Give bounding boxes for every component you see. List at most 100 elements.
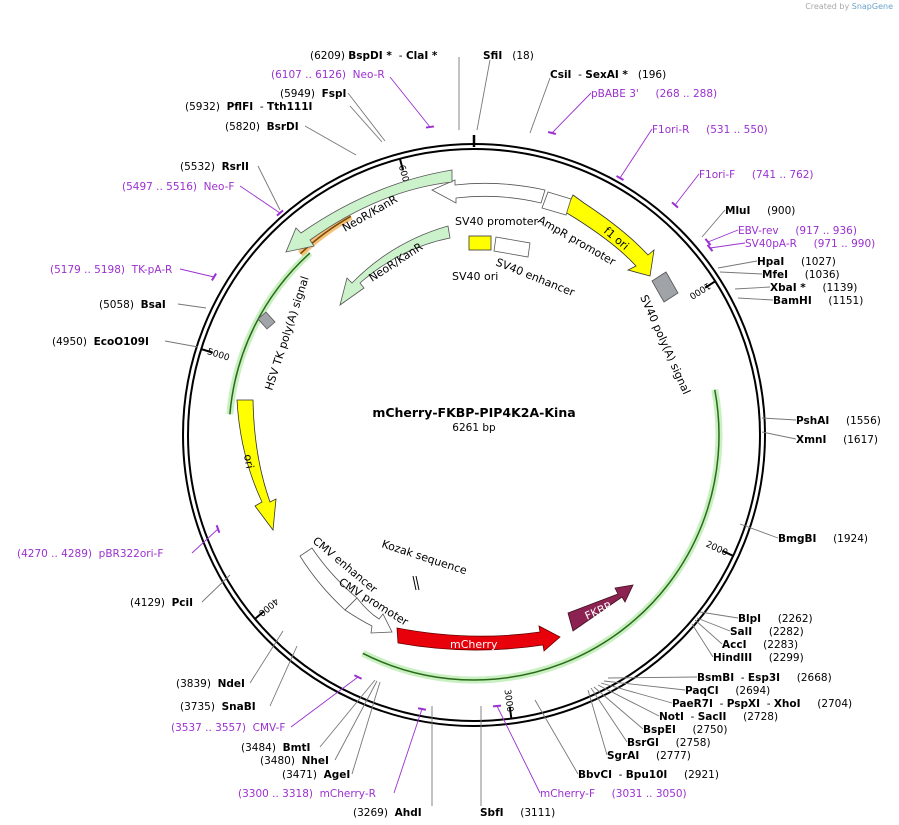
primer-label-pbr[interactable]: (4270 .. 4289) pBR322ori-F: [17, 548, 163, 560]
leader-line: [191, 528, 219, 554]
label-part: (2283): [746, 639, 798, 651]
primer-site-mark: [616, 175, 624, 181]
label-part: (3269): [353, 807, 395, 819]
enzyme-label-mfei[interactable]: MfeI (1036): [762, 269, 840, 281]
label-part: mCherry-F (3031 .. 3050): [540, 788, 687, 800]
primer-label-mchr[interactable]: (3300 .. 3318) mCherry-R: [238, 788, 376, 800]
leader-line: [476, 59, 491, 131]
label-part: -: [713, 698, 727, 710]
primer-label-mchf[interactable]: mCherry-F (3031 .. 3050): [540, 788, 687, 800]
label-part: (2758): [659, 737, 711, 749]
primer-site-mark: [215, 524, 221, 534]
enzyme-label-pflfi[interactable]: (5932) PflFI - Tth111I: [185, 101, 312, 113]
primer-label-neor[interactable]: (6107 .. 6126) Neo-R: [271, 69, 385, 81]
primer-label-cmvf[interactable]: (3537 .. 3557) CMV-F: [171, 722, 285, 734]
primer-site-mark: [417, 707, 427, 711]
label-part: -: [612, 769, 626, 781]
enzyme-label-mlui[interactable]: MluI (900): [725, 205, 795, 217]
enzyme-label-csii[interactable]: CsiI - SexAI * (196): [550, 69, 666, 81]
enzyme-label-pcii[interactable]: (4129) PciI: [130, 597, 193, 609]
enzyme-label-bspei[interactable]: BspEI (2750): [643, 724, 727, 736]
enzyme-label-sali[interactable]: SalI (2282): [730, 626, 804, 638]
sv40-enhancer-box[interactable]: [493, 236, 531, 258]
enzyme-label-paqci[interactable]: PaqCI (2694): [685, 685, 770, 697]
enzyme-label-hindiii[interactable]: HindIII (2299): [713, 652, 804, 664]
enzyme-label-rsrii[interactable]: (5532) RsrII: [180, 161, 249, 173]
label-part: (5932): [185, 101, 227, 113]
enzyme-label-acci[interactable]: AccI (2283): [722, 639, 798, 651]
primer-label-f1orir[interactable]: F1ori-R (531 .. 550): [652, 124, 768, 136]
enzyme-label-nhei[interactable]: (3480) NheI: [260, 755, 329, 767]
sv40-promoter-arrow[interactable]: [431, 179, 546, 204]
label-part: (2694): [719, 685, 771, 697]
enzyme-label-bspdi[interactable]: (6209) BspDI * - ClaI *: [310, 50, 438, 62]
label-part: (3537 .. 3557) CMV-F: [171, 722, 285, 734]
leader-line: [239, 185, 281, 214]
label-part: PciI: [172, 597, 193, 609]
enzyme-label-paer7i[interactable]: PaeR7I - PspXI - XhoI (2704): [672, 698, 852, 710]
enzyme-label-hpai[interactable]: HpaI (1027): [757, 256, 836, 268]
enzyme-label-bbvci[interactable]: BbvCI - Bpu10I (2921): [578, 769, 719, 781]
label-part: PflFI: [227, 101, 254, 113]
label-part: (196): [628, 69, 666, 81]
label-part: -: [760, 698, 774, 710]
primer-label-neof[interactable]: (5497 .. 5516) Neo-F: [122, 181, 234, 193]
cmv-promoter-arrow[interactable]: [344, 597, 393, 634]
sv40-ori-label: SV40 ori: [452, 270, 498, 283]
enzyme-label-sfii[interactable]: SfiI (18): [483, 50, 534, 62]
sv40-polya-box[interactable]: [651, 271, 679, 303]
enzyme-label-xbai[interactable]: XbaI * (1139): [770, 282, 857, 294]
ampr-promoter-arrow[interactable]: [541, 191, 572, 216]
leader-line: [717, 260, 758, 269]
enzyme-label-snabi[interactable]: (3735) SnaBI: [180, 701, 256, 713]
label-part: EBV-rev (917 .. 936): [738, 225, 857, 237]
hsv-tk-polya-label: HSV TK poly(A) signal: [262, 275, 311, 392]
primer-label-tkpa[interactable]: (5179 .. 5198) TK-pA-R: [50, 264, 172, 276]
label-part: PshAI: [796, 415, 829, 427]
enzyme-label-bsrgi[interactable]: BsrGI (2758): [627, 737, 711, 749]
enzyme-label-ahdi[interactable]: (3269) AhdI: [353, 807, 422, 819]
sv40-promoter-label: SV40 promoter: [455, 215, 539, 228]
label-part: (1924): [816, 533, 868, 545]
enzyme-label-agei[interactable]: (3471) AgeI: [282, 769, 350, 781]
enzyme-label-xmni[interactable]: XmnI (1617): [796, 434, 878, 446]
leader-line: [351, 681, 381, 775]
primer-site-mark: [211, 273, 217, 281]
f1-ori-arrow[interactable]: [564, 194, 655, 277]
primer-label-sv40pa[interactable]: SV40pA-R (971 .. 990): [745, 238, 875, 250]
label-part: (2282): [752, 626, 804, 638]
enzyme-label-ndei[interactable]: (3839) NdeI: [176, 678, 245, 690]
neor-kanr-inner-arrow[interactable]: [339, 225, 451, 306]
enzyme-label-bmgbi[interactable]: BmgBI (1924): [778, 533, 868, 545]
label-part: SV40pA-R (971 .. 990): [745, 238, 875, 250]
label-part: XbaI *: [770, 282, 806, 294]
credit-prefix: Created by: [805, 2, 850, 11]
fkbp-arrow[interactable]: [567, 584, 634, 632]
sv40-ori-box[interactable]: [468, 235, 492, 251]
primer-label-f1orif[interactable]: F1ori-F (741 .. 762): [699, 169, 814, 181]
enzyme-label-bamhi[interactable]: BamHI (1151): [773, 295, 863, 307]
leader-line: [587, 689, 608, 756]
enzyme-label-eco[interactable]: (4950) EcoO109I: [52, 336, 149, 348]
enzyme-label-sbfi[interactable]: SbfI (3111): [480, 807, 555, 819]
label-part: (900): [750, 205, 795, 217]
enzyme-label-bsmbi[interactable]: BsmBI - Esp3I (2668): [697, 672, 832, 684]
enzyme-label-blpi[interactable]: BlpI (2262): [738, 613, 813, 625]
primer-label-pbabe[interactable]: pBABE 3' (268 .. 288): [591, 88, 717, 100]
neor-kanr-outer-arrow[interactable]: [285, 169, 453, 253]
leader-line: [593, 686, 644, 730]
enzyme-label-noti[interactable]: NotI - SacII (2728): [659, 711, 778, 723]
leader-line: [304, 125, 357, 156]
enzyme-label-sgrai[interactable]: SgrAI (2777): [607, 750, 691, 762]
hsv-tk-polya-box[interactable]: [257, 311, 276, 330]
enzyme-label-pfli[interactable]: (5949) FspI: [280, 88, 346, 100]
enzyme-label-bsai[interactable]: (5058) BsaI: [99, 299, 166, 311]
enzyme-label-pshai[interactable]: PshAI (1556): [796, 415, 881, 427]
enzyme-label-bsrdi[interactable]: (5820) BsrDI: [225, 121, 299, 133]
enzyme-label-bmti[interactable]: (3484) BmtI: [241, 742, 310, 754]
mcherry-arrow[interactable]: [396, 625, 561, 652]
label-part: NotI: [659, 711, 684, 723]
ori-arrow[interactable]: [236, 399, 277, 532]
primer-label-ebv[interactable]: EBV-rev (917 .. 936): [738, 225, 857, 237]
